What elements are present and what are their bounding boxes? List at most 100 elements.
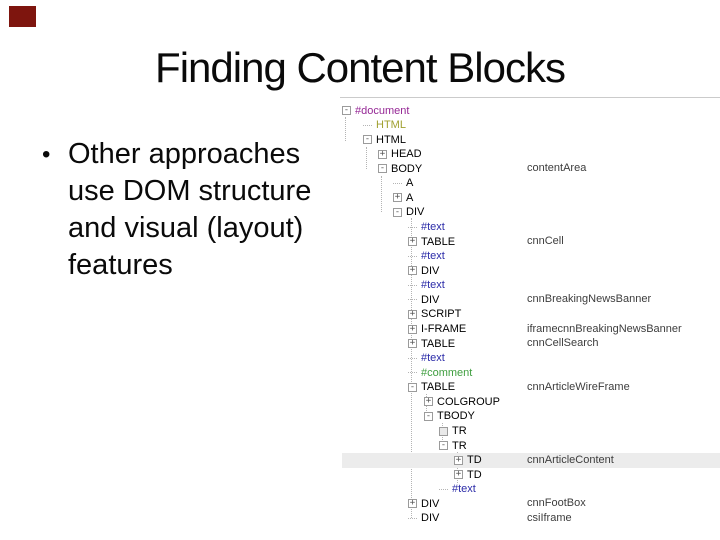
node-name: BODY bbox=[391, 162, 423, 175]
collapse-minus-icon: - bbox=[439, 440, 448, 451]
collapse-minus-icon: - bbox=[342, 105, 351, 115]
tree-connector-stub bbox=[408, 357, 417, 359]
node-class-label: cnnCellSearch bbox=[527, 337, 599, 350]
tree-node-table: + TABLE cnnCellSearch bbox=[342, 336, 720, 351]
bullet-text: Other approaches use DOM structure and v… bbox=[68, 136, 342, 284]
bullet-line: use DOM structure bbox=[68, 175, 312, 207]
tree-node-text: #text bbox=[342, 249, 720, 264]
expand-plus-icon: + bbox=[408, 323, 417, 334]
tree-node-td: + TD bbox=[342, 467, 720, 482]
tree-node-html: HTML bbox=[342, 118, 720, 133]
tree-node-div: -DIV bbox=[342, 205, 720, 220]
node-class-label: cnnBreakingNewsBanner bbox=[527, 293, 652, 306]
node-class-label: iframecnnBreakingNewsBanner bbox=[527, 322, 682, 335]
node-class-label: cnnCell bbox=[527, 235, 564, 248]
tree-node-a: +A bbox=[342, 190, 720, 205]
node-name: HEAD bbox=[391, 148, 422, 161]
node-name: #text bbox=[421, 352, 445, 365]
tree-connector-line bbox=[366, 147, 367, 169]
expand-plus-icon: + bbox=[408, 236, 417, 247]
node-name: DIV bbox=[406, 206, 425, 219]
tree-connector-stub bbox=[393, 182, 402, 184]
tree-node-head: + HEAD bbox=[342, 147, 720, 162]
bullet-marker: • bbox=[42, 141, 51, 168]
tree-node-text: #text bbox=[342, 351, 720, 366]
node-name: I-FRAME bbox=[421, 323, 467, 336]
empty-box-icon bbox=[439, 426, 448, 436]
tree-connector-stub bbox=[408, 517, 417, 519]
collapse-minus-icon: - bbox=[408, 381, 417, 392]
tree-top-divider bbox=[340, 97, 720, 98]
tree-node-comment: #comment bbox=[342, 365, 720, 380]
node-name: TR bbox=[452, 425, 467, 438]
bullet-line: Other approaches bbox=[68, 138, 301, 170]
expand-plus-icon: + bbox=[408, 308, 417, 319]
tree-connector-stub bbox=[363, 124, 372, 126]
tree-node-tr: -TR bbox=[342, 438, 720, 453]
tree-connector-stub bbox=[408, 372, 417, 374]
tree-node-html: -HTML bbox=[342, 132, 720, 147]
node-name: TD bbox=[467, 468, 482, 481]
node-name: TR bbox=[452, 439, 467, 452]
expand-plus-icon: + bbox=[454, 469, 463, 480]
collapse-minus-icon: - bbox=[363, 134, 372, 145]
collapse-minus-icon: - bbox=[424, 410, 433, 421]
node-name: DIV bbox=[421, 293, 440, 306]
collapse-minus-icon: - bbox=[378, 163, 387, 174]
tree-node-script: + SCRIPT bbox=[342, 307, 720, 322]
node-class-label: contentArea bbox=[527, 162, 587, 175]
tree-node-text: #text bbox=[342, 482, 720, 497]
node-name: #text bbox=[421, 250, 445, 263]
node-name: #document bbox=[355, 104, 410, 117]
tree-connector-stub bbox=[408, 255, 417, 257]
tree-connector-stub bbox=[408, 284, 417, 286]
node-name: #comment bbox=[421, 366, 473, 379]
node-class-label: cnnFootBox bbox=[527, 497, 586, 510]
collapse-minus-icon: - bbox=[393, 206, 402, 217]
tree-node-tbody: -TBODY bbox=[342, 409, 720, 424]
tree-node-document: -#document bbox=[342, 103, 710, 118]
node-class-label: csiIframe bbox=[527, 511, 572, 524]
node-name: DIV bbox=[421, 264, 440, 277]
node-name: TABLE bbox=[421, 337, 456, 350]
expand-plus-icon: + bbox=[378, 148, 387, 159]
tree-node-div: +DIV bbox=[342, 263, 720, 278]
tree-connector-line bbox=[345, 117, 346, 141]
tree-node-td: + TD cnnArticleContent bbox=[342, 452, 720, 468]
tree-node-text: #text bbox=[342, 220, 720, 235]
node-name: COLGROUP bbox=[437, 395, 500, 408]
tree-connector-line bbox=[381, 176, 382, 212]
node-class-label: cnnArticleWireFrame bbox=[527, 380, 630, 393]
tree-node-div: DIV csiIframe bbox=[342, 511, 720, 526]
node-class-label: cnnArticleContent bbox=[527, 453, 614, 466]
tree-node-div: DIV cnnBreakingNewsBanner bbox=[342, 292, 720, 307]
expand-plus-icon: + bbox=[424, 396, 433, 407]
node-name: HTML bbox=[376, 119, 406, 132]
corner-accent bbox=[9, 6, 36, 27]
tree-node-colgroup: + COLGROUP bbox=[342, 394, 720, 409]
tree-node-text: #text bbox=[342, 278, 720, 293]
tree-node-body: -BODY contentArea bbox=[342, 161, 720, 176]
bullet-item: • Other approaches use DOM structure and… bbox=[42, 136, 342, 284]
expand-plus-icon: + bbox=[393, 192, 402, 203]
node-name: A bbox=[406, 177, 414, 190]
tree-connector-stub bbox=[408, 299, 417, 301]
node-name: DIV bbox=[421, 512, 440, 525]
node-name: SCRIPT bbox=[421, 308, 462, 321]
node-name: TBODY bbox=[437, 410, 475, 423]
tree-node-table: -TABLE cnnArticleWireFrame bbox=[342, 380, 720, 395]
node-name: #text bbox=[421, 279, 445, 292]
tree-node-tr: TR bbox=[342, 424, 720, 439]
tree-connector-stub bbox=[439, 488, 448, 490]
tree-node-a: A bbox=[342, 176, 720, 191]
expand-plus-icon: + bbox=[454, 454, 463, 465]
expand-plus-icon: + bbox=[408, 338, 417, 349]
node-name: TD bbox=[467, 454, 482, 467]
node-name: TABLE bbox=[421, 381, 456, 394]
node-name: HTML bbox=[376, 133, 406, 146]
node-name: A bbox=[406, 191, 414, 204]
tree-node-i-frame: + I-FRAME iframecnnBreakingNewsBanner bbox=[342, 322, 720, 337]
